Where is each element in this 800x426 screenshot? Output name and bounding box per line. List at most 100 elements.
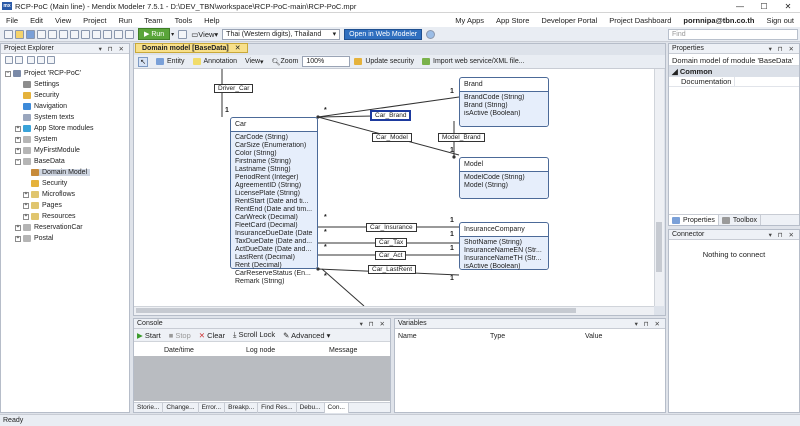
language-select[interactable]: Thai (Western digits), Thailand▾	[222, 28, 341, 40]
sign-out-link[interactable]: Sign out	[766, 15, 794, 25]
advanced-button[interactable]: ✎ Advanced ▾	[283, 330, 331, 340]
variables-col-value[interactable]: Value	[585, 333, 603, 340]
zoom-button[interactable]: 🔍︎Zoom	[271, 58, 299, 66]
developer-portal-link[interactable]: Developer Portal	[541, 15, 598, 25]
canvas-vertical-scroll-thumb[interactable]	[656, 222, 662, 272]
my-apps-link[interactable]: My Apps	[455, 15, 485, 25]
tree-item-domain-model[interactable]: Domain Model	[31, 169, 91, 176]
tree-item-basedata[interactable]: −BaseData	[15, 158, 65, 165]
assoc-car-insurance[interactable]: Car_Insurance	[366, 223, 417, 232]
entity-attribute[interactable]: CarSize (Enumeration)	[235, 142, 307, 149]
save-all-icon[interactable]	[37, 29, 46, 39]
tree-item-basedata-security[interactable]: Security	[31, 180, 67, 187]
entity-attribute[interactable]: ActDueDate (Date and...	[235, 246, 312, 253]
entity-tool-button[interactable]: Entity	[156, 58, 185, 65]
entity-attribute[interactable]: PeriodRent (Integer)	[235, 174, 299, 181]
run-dropdown-icon[interactable]: ▾	[171, 31, 175, 38]
documentation-row[interactable]: Documentation	[669, 77, 799, 87]
entity-attribute[interactable]: InsuranceNameTH (Str...	[464, 255, 542, 262]
tree-item-microflows[interactable]: +Microflows	[23, 191, 76, 198]
minimize-icon[interactable]: —	[736, 2, 744, 11]
entity-brand[interactable]: Brand BrandCode (String)Brand (String)is…	[459, 77, 549, 127]
tab-find-results[interactable]: Find Res...	[258, 402, 297, 413]
entity-attribute[interactable]: CarCode (String)	[235, 134, 288, 141]
entity-attribute[interactable]: CarReserveStatus (En...	[235, 270, 311, 277]
tree-item-postal[interactable]: +Postal	[15, 235, 54, 242]
zoom-select[interactable]: 100%	[302, 56, 351, 67]
commit-icon[interactable]	[114, 29, 123, 39]
properties-section-common[interactable]: ◢ Common	[669, 66, 799, 77]
clear-button[interactable]: ✕ Clear	[198, 330, 226, 340]
domain-model-canvas[interactable]: Car CarCode (String)CarSize (Enumeration…	[134, 69, 654, 306]
tab-toolbox[interactable]: Toolbox	[719, 215, 762, 225]
new-project-icon[interactable]	[4, 29, 13, 39]
project-dashboard-link[interactable]: Project Dashboard	[609, 15, 672, 25]
assoc-model-brand[interactable]: Model_Brand	[438, 133, 485, 142]
tab-debugger[interactable]: Debu...	[297, 402, 325, 413]
delete-icon[interactable]	[81, 29, 90, 39]
tab-breakpoints[interactable]: Breakp...	[225, 402, 259, 413]
entity-attribute[interactable]: RentStart (Date and ti...	[235, 198, 309, 205]
console-col-datetime[interactable]: Date/time	[164, 347, 194, 354]
entity-attribute[interactable]: CarWreck (Decimal)	[235, 214, 298, 221]
documentation-value[interactable]	[735, 77, 799, 86]
entity-insurancecompany[interactable]: InsuranceCompany ShotName (String)Insura…	[459, 222, 549, 270]
tree-item-myfirstmodule[interactable]: +MyFirstModule	[15, 147, 80, 154]
panel-controls[interactable]: ▾ ⊓ ✕	[768, 231, 796, 239]
entity-attribute[interactable]: isActive (Boolean)	[464, 110, 521, 117]
menu-help[interactable]: Help	[204, 15, 220, 25]
stop-button[interactable]: ■ Stop	[168, 330, 191, 340]
collapse-all-icon[interactable]	[15, 55, 23, 64]
entity-attribute[interactable]: Lastname (String)	[235, 166, 291, 173]
assoc-driver-car[interactable]: Driver_Car	[214, 84, 254, 93]
entity-attribute[interactable]: Brand (String)	[464, 102, 508, 109]
assoc-car-model[interactable]: Car_Model	[372, 133, 412, 142]
annotation-tool-button[interactable]: Annotation	[192, 58, 237, 65]
tab-console[interactable]: Con...	[324, 402, 349, 413]
entity-attribute[interactable]: LicensePlate (String)	[235, 190, 300, 197]
pointer-tool-icon[interactable]: ↖	[138, 56, 148, 67]
variables-col-type[interactable]: Type	[490, 333, 506, 340]
sync-icon[interactable]	[47, 55, 55, 64]
entity-attribute[interactable]: Model (String)	[464, 182, 508, 189]
console-col-lognode[interactable]: Log node	[246, 347, 276, 354]
app-store-link[interactable]: App Store	[496, 15, 530, 25]
entity-attribute[interactable]: InsuranceDueDate (Date...	[235, 230, 313, 237]
tree-item-settings[interactable]: Settings	[23, 81, 59, 88]
tab-properties[interactable]: Properties	[669, 215, 719, 225]
view-menu-button[interactable]: View ▾	[245, 58, 264, 66]
panel-controls[interactable]: ▾ ⊓ ✕	[98, 45, 126, 53]
entity-attribute[interactable]: TaxDueDate (Date and...	[235, 238, 313, 245]
tree-item-system-texts[interactable]: System texts	[23, 114, 74, 121]
console-log-area[interactable]	[134, 356, 390, 401]
cut-icon[interactable]	[48, 29, 57, 39]
entity-attribute[interactable]: LastRent (Decimal)	[235, 254, 295, 261]
entity-attribute[interactable]: Remark (String)	[235, 278, 285, 285]
tab-domain-model-basedata[interactable]: Domain model [BaseData] ✕	[135, 43, 248, 53]
help-icon[interactable]	[426, 29, 436, 39]
assoc-car-tax[interactable]: Car_Tax	[375, 238, 408, 247]
menu-project[interactable]: Project	[83, 15, 107, 25]
tree-item-app-store-modules[interactable]: +App Store modules	[15, 125, 94, 132]
redo-icon[interactable]	[103, 29, 112, 39]
find-input[interactable]: Find	[668, 29, 798, 40]
view-app-button[interactable]: ▭ View ▾	[191, 29, 219, 39]
entity-attribute[interactable]: isActive (Boolean)	[464, 263, 521, 270]
menu-tools[interactable]: Tools	[174, 15, 193, 25]
tree-item-pages[interactable]: +Pages	[23, 202, 62, 209]
tree-item-reservationcar[interactable]: +ReservationCar	[15, 224, 83, 231]
copy-icon[interactable]	[59, 29, 68, 39]
tab-errors[interactable]: Error...	[199, 402, 226, 413]
menu-file[interactable]: File	[6, 15, 19, 25]
tree-item-system[interactable]: +System	[15, 136, 58, 143]
entity-car[interactable]: Car CarCode (String)CarSize (Enumeration…	[230, 117, 318, 285]
menu-run[interactable]: Run	[118, 15, 133, 25]
entity-attribute[interactable]: InsuranceNameEN (Str...	[464, 247, 542, 254]
import-web-service-button[interactable]: Import web service/XML file...	[422, 58, 525, 65]
update-security-button[interactable]: Update security	[354, 58, 414, 65]
entity-attribute[interactable]: FleetCard (Decimal)	[235, 222, 298, 229]
assoc-car-brand[interactable]: Car_Brand	[369, 110, 412, 121]
tree-item-project[interactable]: −Project 'RCP-PoC'	[5, 70, 82, 77]
paste-icon[interactable]	[70, 29, 79, 39]
menu-team[interactable]: Team	[144, 15, 163, 25]
